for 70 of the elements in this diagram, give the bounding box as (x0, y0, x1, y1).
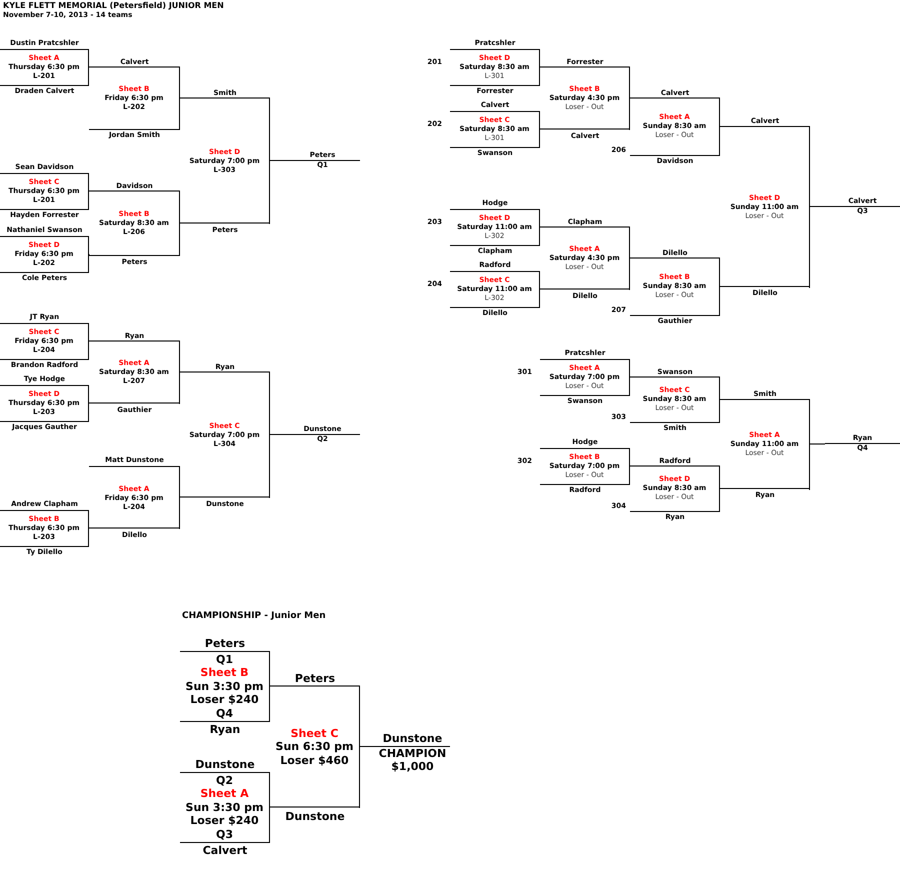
bracket-line (630, 376, 720, 378)
bracket-line (88, 66, 180, 68)
match-bracket (0, 173, 89, 210)
edge-label: Peters (294, 672, 336, 685)
match-bracket (450, 111, 540, 148)
match-bracket (540, 359, 630, 396)
match-bracket (89, 466, 180, 529)
bracket-line (360, 746, 376, 747)
qualifier-label: Q4 (216, 706, 233, 720)
match-bracket (180, 651, 270, 722)
bracket-line (88, 190, 180, 192)
loser-prize: Loser $240 (190, 693, 259, 707)
match-bracket (0, 323, 89, 360)
game-time: Sun 3:30 pm (186, 680, 264, 694)
loser-prize: Loser $240 (190, 814, 259, 828)
game-time: Sun 3:30 pm (186, 800, 264, 814)
qualifier-label: CHAMPION (378, 746, 446, 760)
match-bracket (0, 385, 89, 422)
match-bracket (630, 466, 720, 512)
bracket-line (540, 226, 630, 228)
bracket-line (720, 488, 810, 489)
result-line (375, 732, 450, 774)
match-bracket (630, 98, 720, 156)
bracket-line (720, 126, 810, 127)
qualifier-label: Q2 (216, 774, 233, 788)
bracket-line (540, 128, 630, 130)
match-bracket (540, 448, 630, 485)
qualifier-label: Q3 (216, 828, 233, 842)
match-bracket (89, 67, 180, 130)
match-bracket (0, 49, 89, 86)
match-bracket (630, 258, 720, 316)
bracket-line (810, 206, 826, 207)
result-line (285, 424, 360, 444)
section-heading: CHAMPIONSHIP - Junior Men (182, 611, 326, 621)
bracket-line (88, 254, 180, 256)
edge-label: Dunstone (284, 810, 346, 822)
team-name: Calvert (202, 844, 248, 858)
bracket-line (540, 288, 630, 290)
qualifier-label: Q1 (216, 652, 233, 666)
sheet-name: Sheet B (200, 666, 249, 680)
bracket-line (180, 496, 270, 498)
sheet-name: Sun 6:30 pm (276, 740, 354, 754)
bracket-line (270, 434, 286, 435)
match-bracket (630, 377, 720, 423)
bracket-line (270, 806, 360, 808)
bracket-line (270, 160, 286, 161)
bracket-line (88, 340, 180, 342)
winner-name: Dunstone (375, 732, 450, 746)
result-line (825, 434, 900, 453)
match-bracket (450, 209, 540, 246)
bracket-line (720, 286, 810, 287)
team-name: Ryan (208, 723, 242, 736)
prize-amount: $1,000 (391, 760, 434, 774)
team-name: Dunstone (194, 758, 256, 771)
match-bracket (450, 49, 540, 86)
sheet-name: Sheet A (200, 787, 249, 801)
result-line (285, 150, 360, 170)
page-title: KYLE FLETT MEMORIAL (Petersfield) JUNIOR MEN (3, 1, 224, 10)
game-time: Loser $460 (280, 754, 349, 768)
match-bracket (450, 271, 540, 308)
team-name: Peters (204, 636, 246, 650)
bracket-line (540, 66, 630, 68)
match-bracket (180, 772, 270, 843)
qualifier-label: Sheet C (290, 726, 338, 740)
bracket-line (88, 402, 180, 404)
match-bracket (0, 236, 89, 273)
bracket-line (720, 399, 810, 400)
result-line (825, 196, 900, 216)
bracket-line (180, 222, 270, 224)
match-bracket (0, 510, 89, 547)
